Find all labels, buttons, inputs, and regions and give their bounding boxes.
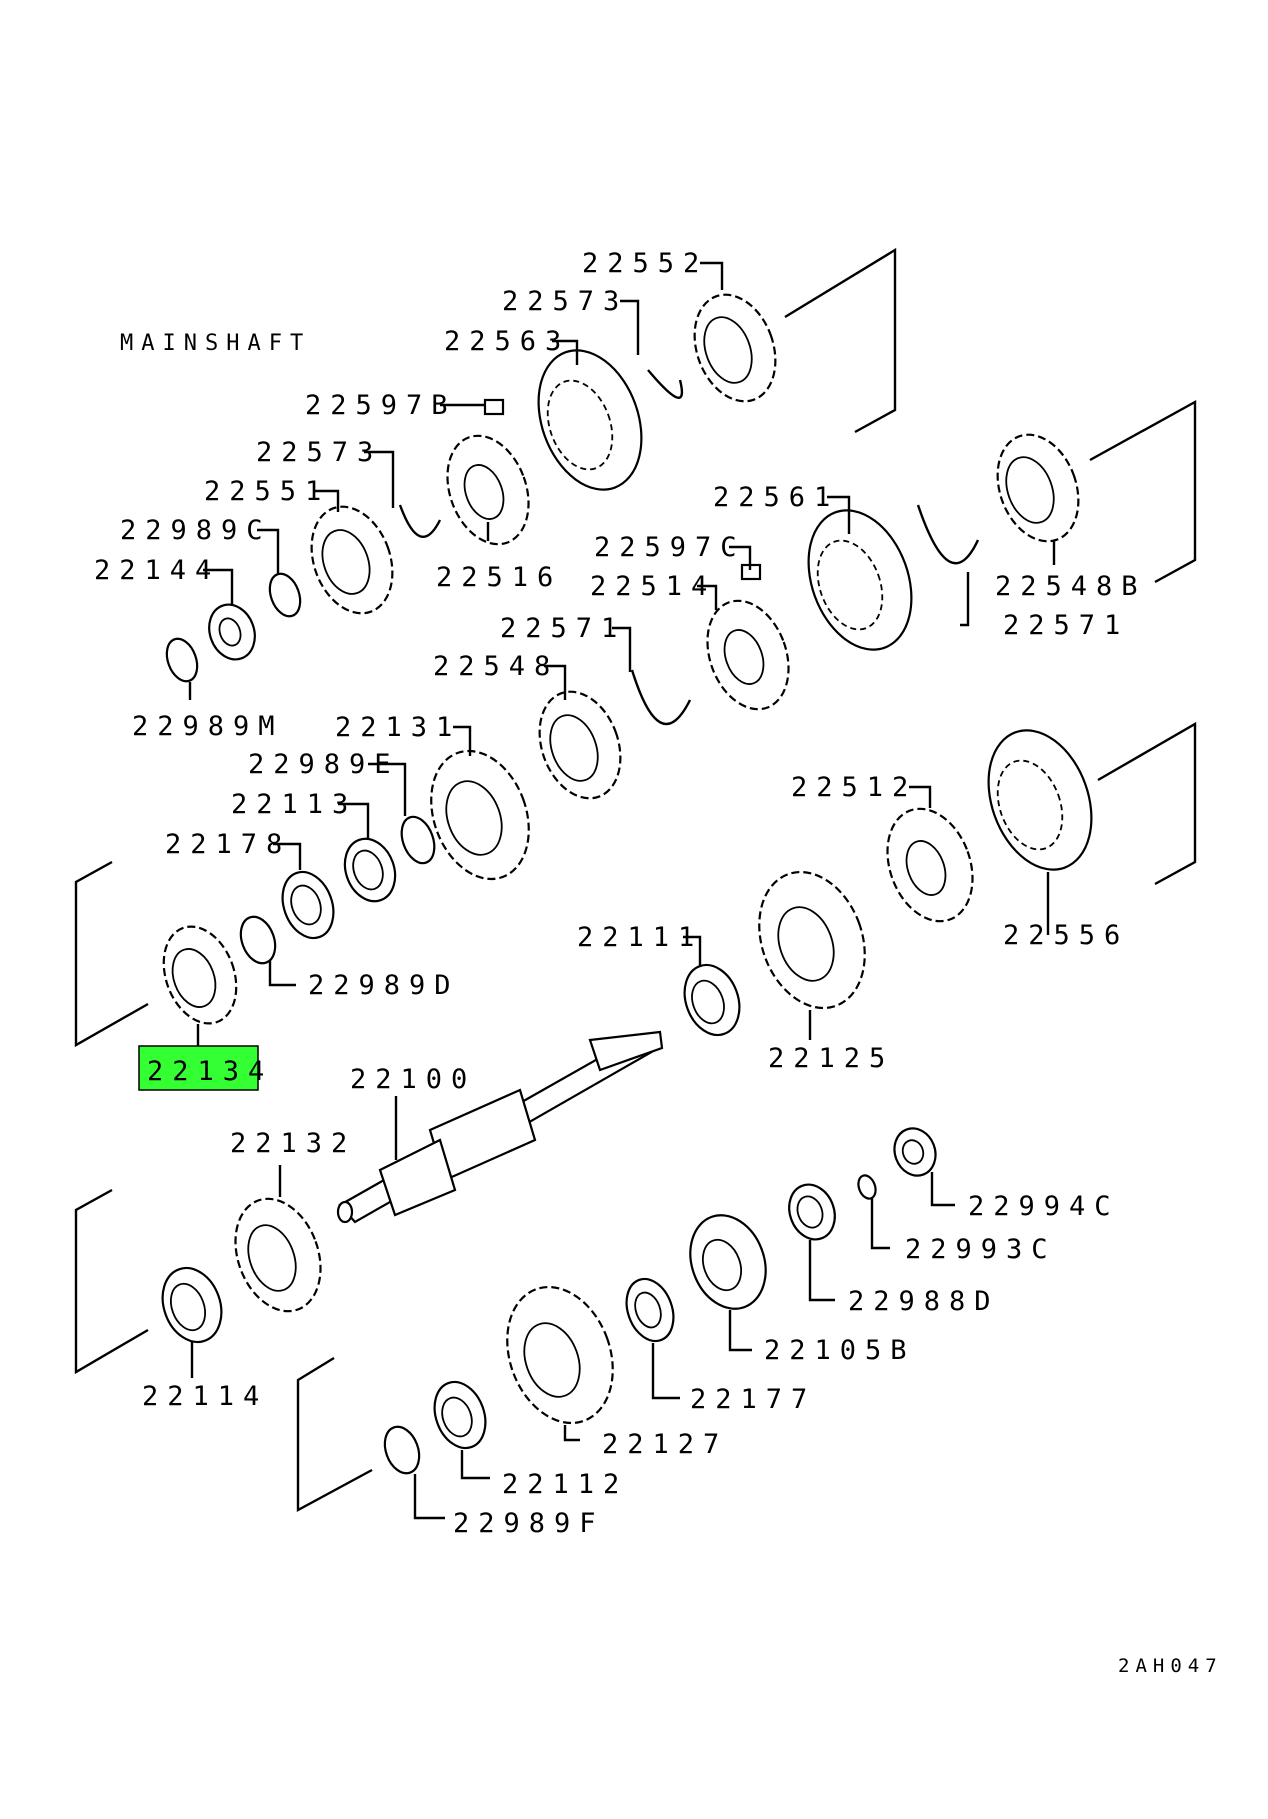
part-label-22178[interactable]: 22178 [165,829,291,860]
nut-22994c[interactable] [888,1123,942,1182]
part-label-22597c[interactable]: 22597C [594,532,746,563]
sleeve-22563[interactable] [520,336,659,504]
key-22597b[interactable] [483,398,505,416]
gear-22131[interactable] [414,737,546,893]
washer-22177[interactable] [618,1272,681,1347]
collar-22144[interactable] [202,598,262,666]
snap-ring-22571a[interactable] [916,504,980,565]
snap-ring-22989f[interactable] [379,1422,425,1478]
part-label-22988d[interactable]: 22988D [848,1286,1000,1317]
parts-drawing [151,283,1109,1478]
part-label-22552[interactable]: 22552 [582,248,708,279]
snap-ring-22989m[interactable] [161,635,202,686]
part-label-22112[interactable]: 22112 [502,1469,628,1500]
part-label-22111[interactable]: 22111 [577,922,703,953]
part-label-22132[interactable]: 22132 [230,1128,356,1159]
selected-part-highlight [138,1045,259,1091]
gear-22552[interactable] [680,283,789,412]
part-label-22514[interactable]: 22514 [590,571,716,602]
snap-ring-22989c[interactable] [264,570,305,621]
snap-ring-22573b[interactable] [398,504,442,538]
washer-22178[interactable] [274,865,342,945]
mainshaft-22100[interactable] [336,1030,664,1224]
part-label-22113[interactable]: 22113 [231,789,357,820]
part-label-22131[interactable]: 22131 [335,712,461,743]
part-label-22105b[interactable]: 22105B [764,1335,916,1366]
part-label-22989e[interactable]: 22989E [248,749,400,780]
part-label-22561[interactable]: 22561 [713,482,839,513]
spacer-22988d[interactable] [782,1178,842,1246]
gear-22125[interactable] [741,857,883,1023]
part-label-22989m[interactable]: 22989M [132,711,284,742]
part-label-22571[interactable]: 22571 [1003,610,1129,641]
gear-22132[interactable] [221,1187,336,1323]
gear-22551[interactable] [297,495,406,624]
snap-ring-22989e[interactable] [396,812,441,867]
part-label-22994c[interactable]: 22994C [968,1191,1120,1222]
sleeve-22556[interactable] [970,716,1109,884]
part-label-22989c[interactable]: 22989C [120,515,272,546]
part-label-22134[interactable]: 22134 [147,1056,273,1087]
part-label-22597b[interactable]: 22597B [305,390,457,421]
part-label-22548[interactable]: 22548 [433,651,559,682]
group-brackets [74,247,1197,1513]
part-label-22548b[interactable]: 22548B [995,571,1147,602]
hub-22516[interactable] [433,424,543,555]
part-label-22100[interactable]: 22100 [350,1064,476,1095]
ball-22993c[interactable] [855,1173,878,1201]
bearing-22111[interactable] [675,957,748,1042]
part-label-22573[interactable]: 22573 [256,437,382,468]
gear-22127[interactable] [489,1272,631,1438]
snap-ring-22573a[interactable] [647,369,684,399]
gear-22548[interactable] [525,680,634,809]
part-label-22571[interactable]: 22571 [500,613,626,644]
gear-22134[interactable] [151,916,249,1033]
diagram-title: MAINSHAFT [120,331,311,356]
diagram-code: 2AH047 [1118,1655,1223,1677]
sleeve-22561[interactable] [790,496,929,664]
part-label-22177[interactable]: 22177 [690,1384,816,1415]
part-label-22516[interactable]: 22516 [436,562,562,593]
part-label-22127[interactable]: 22127 [602,1429,728,1460]
part-label-22512[interactable]: 22512 [791,772,917,803]
part-label-22989f[interactable]: 22989F [453,1508,605,1539]
bearing-22113[interactable] [337,832,404,909]
part-label-22114[interactable]: 22114 [142,1381,268,1412]
snap-ring-22571b[interactable] [630,669,692,726]
part-label-22125[interactable]: 22125 [768,1043,894,1074]
leader-lines [188,261,1056,1520]
part-label-22563[interactable]: 22563 [444,326,570,357]
bearing-22105b[interactable] [678,1205,778,1320]
hub-22512[interactable] [873,797,988,933]
part-label-22144[interactable]: 22144 [94,555,220,586]
gear-22548b[interactable] [983,423,1092,552]
part-label-22573[interactable]: 22573 [502,286,628,317]
bearing-22112[interactable] [426,1375,494,1455]
part-labels: 22552 22573 22563 22597B 22573 22551 229… [94,248,1147,1539]
part-label-22551[interactable]: 22551 [204,476,330,507]
hub-22514[interactable] [693,589,803,720]
part-label-22556[interactable]: 22556 [1003,920,1129,951]
snap-ring-22989d[interactable] [235,912,281,968]
part-label-22993c[interactable]: 22993C [905,1234,1057,1265]
bearing-22114[interactable] [153,1260,232,1351]
part-label-22989d[interactable]: 22989D [308,970,460,1001]
